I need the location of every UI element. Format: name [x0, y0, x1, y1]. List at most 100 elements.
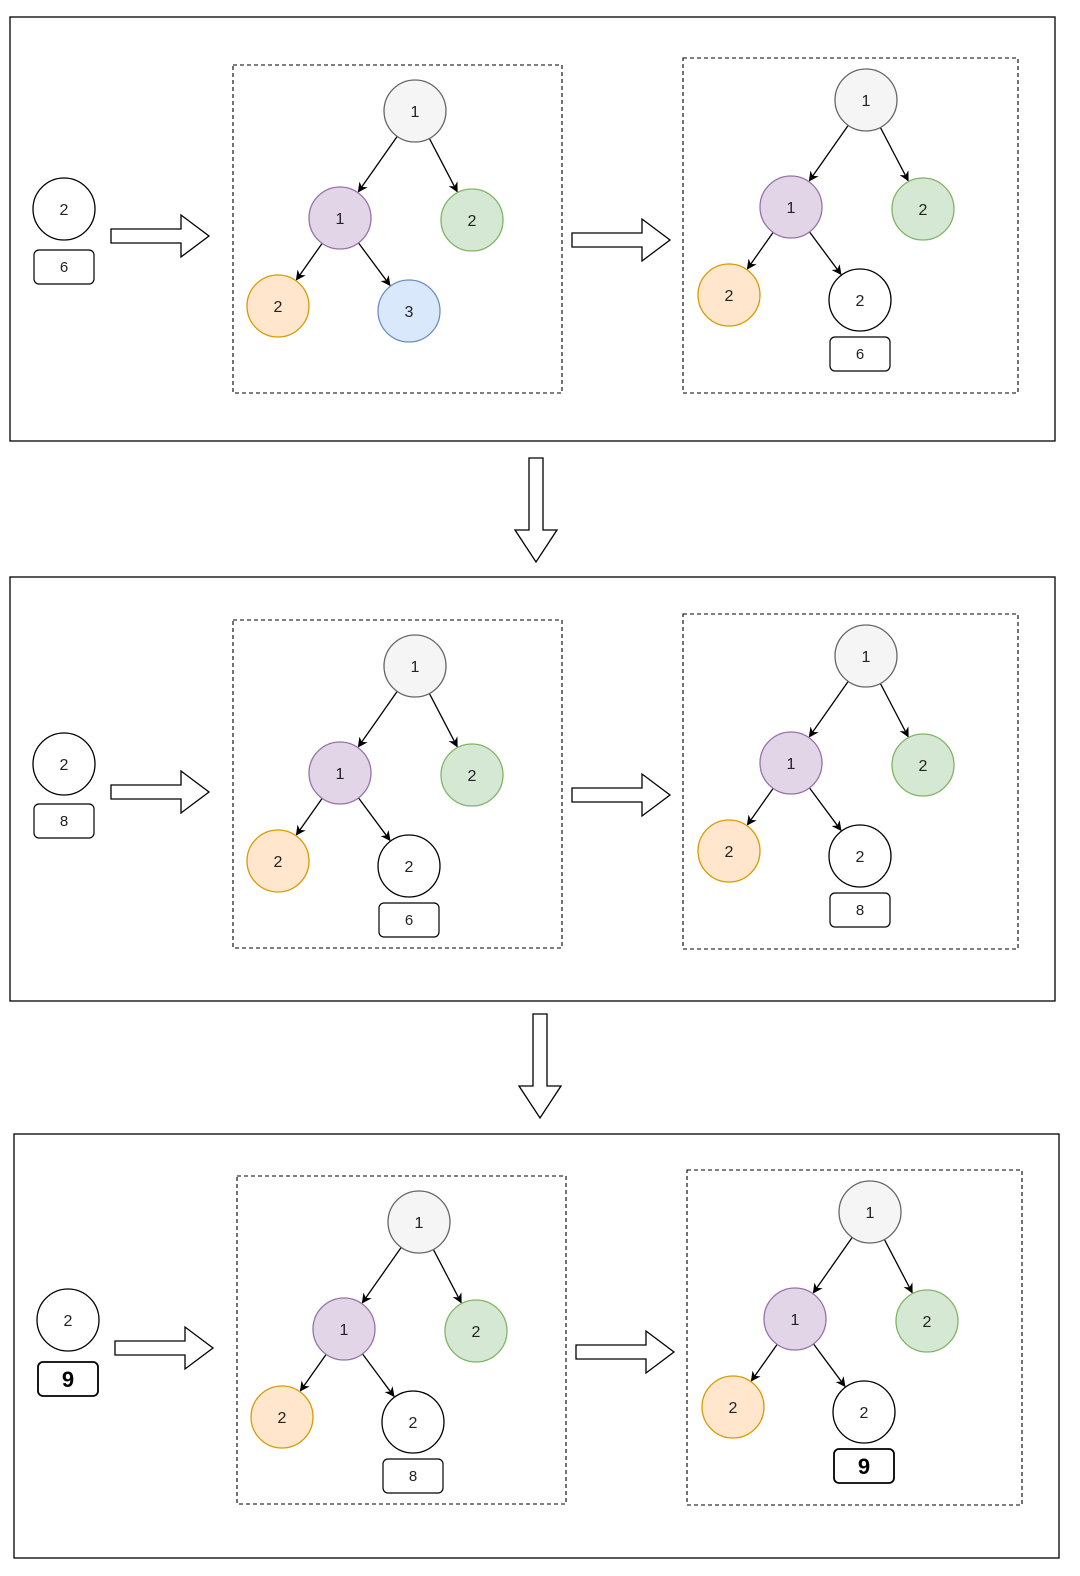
arrow-before-to-after: [571, 772, 672, 818]
after-tree-mid-node-circle: [759, 175, 823, 239]
after-tree-value-label: 6: [856, 346, 864, 363]
before-tree-root-node-label: 1: [411, 659, 420, 676]
before-tree-edge-mid-target: [357, 797, 391, 842]
input-node-label: 2: [60, 757, 69, 774]
before-tree-right-node-label: 2: [468, 213, 477, 230]
arrow-before-to-after: [575, 1329, 676, 1375]
after-tree-right-node-circle: [895, 1289, 959, 1353]
before-tree-right-node-circle: [440, 743, 504, 807]
before-tree-root-node-circle: [383, 79, 447, 143]
before-tree-target-node-label: 2: [409, 1415, 418, 1432]
before-tree-mid-node-circle: [308, 186, 372, 250]
after-tree-left-leaf-node-circle: [701, 1375, 765, 1439]
before-tree-mid-node-circle: [308, 741, 372, 805]
before-tree-root-node-circle: [387, 1190, 451, 1254]
after-tree-edge-root-mid: [808, 681, 849, 738]
after-tree-value-label: 9: [858, 1454, 870, 1479]
after-tree-left-leaf-node-circle: [697, 819, 761, 883]
after-tree-edge-mid-target: [808, 787, 842, 832]
before-tree-root-node-circle: [383, 634, 447, 698]
step-frame: [9, 576, 1056, 1002]
before-tree-right-node-label: 2: [472, 1324, 481, 1341]
input-node-label: 2: [64, 1313, 73, 1330]
before-tree-left-leaf-node-circle: [250, 1385, 314, 1449]
before-tree-left-leaf-node-circle: [246, 829, 310, 893]
before-tree-edge-mid-leaf: [295, 242, 323, 281]
after-tree-right-node-label: 2: [919, 202, 928, 219]
after-tree-root-node-circle: [834, 68, 898, 132]
after-tree-target-node-label: 2: [860, 1405, 869, 1422]
after-tree-value-label: 8: [856, 902, 864, 919]
after-tree-root-node-circle: [838, 1180, 902, 1244]
after-tree-root-node-label: 1: [862, 93, 871, 110]
step-frame: [13, 1133, 1060, 1559]
after-tree-target-node-circle: [828, 268, 892, 332]
before-tree-mid-node-circle: [312, 1297, 376, 1361]
input-value-box: [37, 1361, 99, 1397]
arrow-input-to-before: [110, 769, 211, 815]
after-tree-left-leaf-node-label: 2: [725, 844, 734, 861]
before-tree-value-box: [382, 1458, 444, 1494]
before-tree-edge-root-mid: [357, 691, 398, 748]
after-tree-mid-node-circle: [759, 731, 823, 795]
input-node-label: 2: [60, 202, 69, 219]
after-tree-mid-node-circle: [763, 1287, 827, 1351]
before-tree-edge-root-right: [428, 138, 458, 193]
before-tree-left-leaf-node-circle: [246, 274, 310, 338]
before-tree-mid-node-label: 1: [340, 1322, 349, 1339]
input-value-label: 6: [60, 259, 68, 276]
before-tree-target-node-circle: [377, 834, 441, 898]
before-tree-value-box: [378, 902, 440, 938]
arrow-before-to-after: [571, 217, 672, 263]
after-tree-target-node-circle: [832, 1380, 896, 1444]
after-tree-value-box: [833, 1448, 895, 1484]
before-tree-target-node-label: 2: [405, 859, 414, 876]
after-tree-left-leaf-node-label: 2: [729, 1400, 738, 1417]
before-tree-root-node-label: 1: [411, 104, 420, 121]
before-tree-value-label: 6: [405, 912, 413, 929]
before-tree-target-node-label: 3: [405, 304, 414, 321]
before-tree-right-node-circle: [440, 188, 504, 252]
before-tree-right-node-circle: [444, 1299, 508, 1363]
before-tree-mid-node-label: 1: [336, 211, 345, 228]
before-tree-edge-root-right: [432, 1249, 462, 1304]
before-tree-right-node-label: 2: [468, 768, 477, 785]
after-tree-edge-mid-leaf: [746, 787, 774, 826]
after-tree-edge-root-right: [879, 127, 909, 182]
after-tree-edge-mid-target: [812, 1343, 846, 1388]
before-tree-value-label: 8: [409, 1468, 417, 1485]
after-frame: [682, 613, 1019, 950]
after-tree-edge-mid-leaf: [750, 1343, 778, 1382]
after-tree-right-node-circle: [891, 733, 955, 797]
after-tree-root-node-label: 1: [862, 649, 871, 666]
after-tree-root-node-circle: [834, 624, 898, 688]
after-tree-mid-node-label: 1: [791, 1312, 800, 1329]
after-tree-edge-root-right: [883, 1239, 913, 1294]
after-tree-target-node-label: 2: [856, 849, 865, 866]
step-frame: [9, 16, 1056, 442]
before-tree-left-leaf-node-label: 2: [278, 1410, 287, 1427]
input-value-label: 9: [62, 1367, 74, 1392]
after-tree-mid-node-label: 1: [787, 756, 796, 773]
after-tree-mid-node-label: 1: [787, 200, 796, 217]
before-frame: [232, 619, 563, 949]
input-value-box: [33, 249, 95, 285]
after-tree-target-node-circle: [828, 824, 892, 888]
arrow-row2-to-row3: [517, 1013, 563, 1120]
after-tree-edge-root-right: [879, 683, 909, 738]
before-frame: [232, 64, 563, 394]
before-tree-left-leaf-node-label: 2: [274, 854, 283, 871]
input-node-circle: [32, 732, 96, 796]
before-tree-edge-root-mid: [357, 136, 398, 193]
before-tree-edge-mid-target: [361, 1353, 395, 1398]
input-value-label: 8: [60, 813, 68, 830]
input-value-box: [33, 803, 95, 839]
input-node-circle: [32, 177, 96, 241]
before-tree-edge-mid-leaf: [299, 1353, 327, 1392]
after-tree-left-leaf-node-label: 2: [725, 288, 734, 305]
after-tree-root-node-label: 1: [866, 1205, 875, 1222]
before-tree-target-node-circle: [377, 279, 441, 343]
